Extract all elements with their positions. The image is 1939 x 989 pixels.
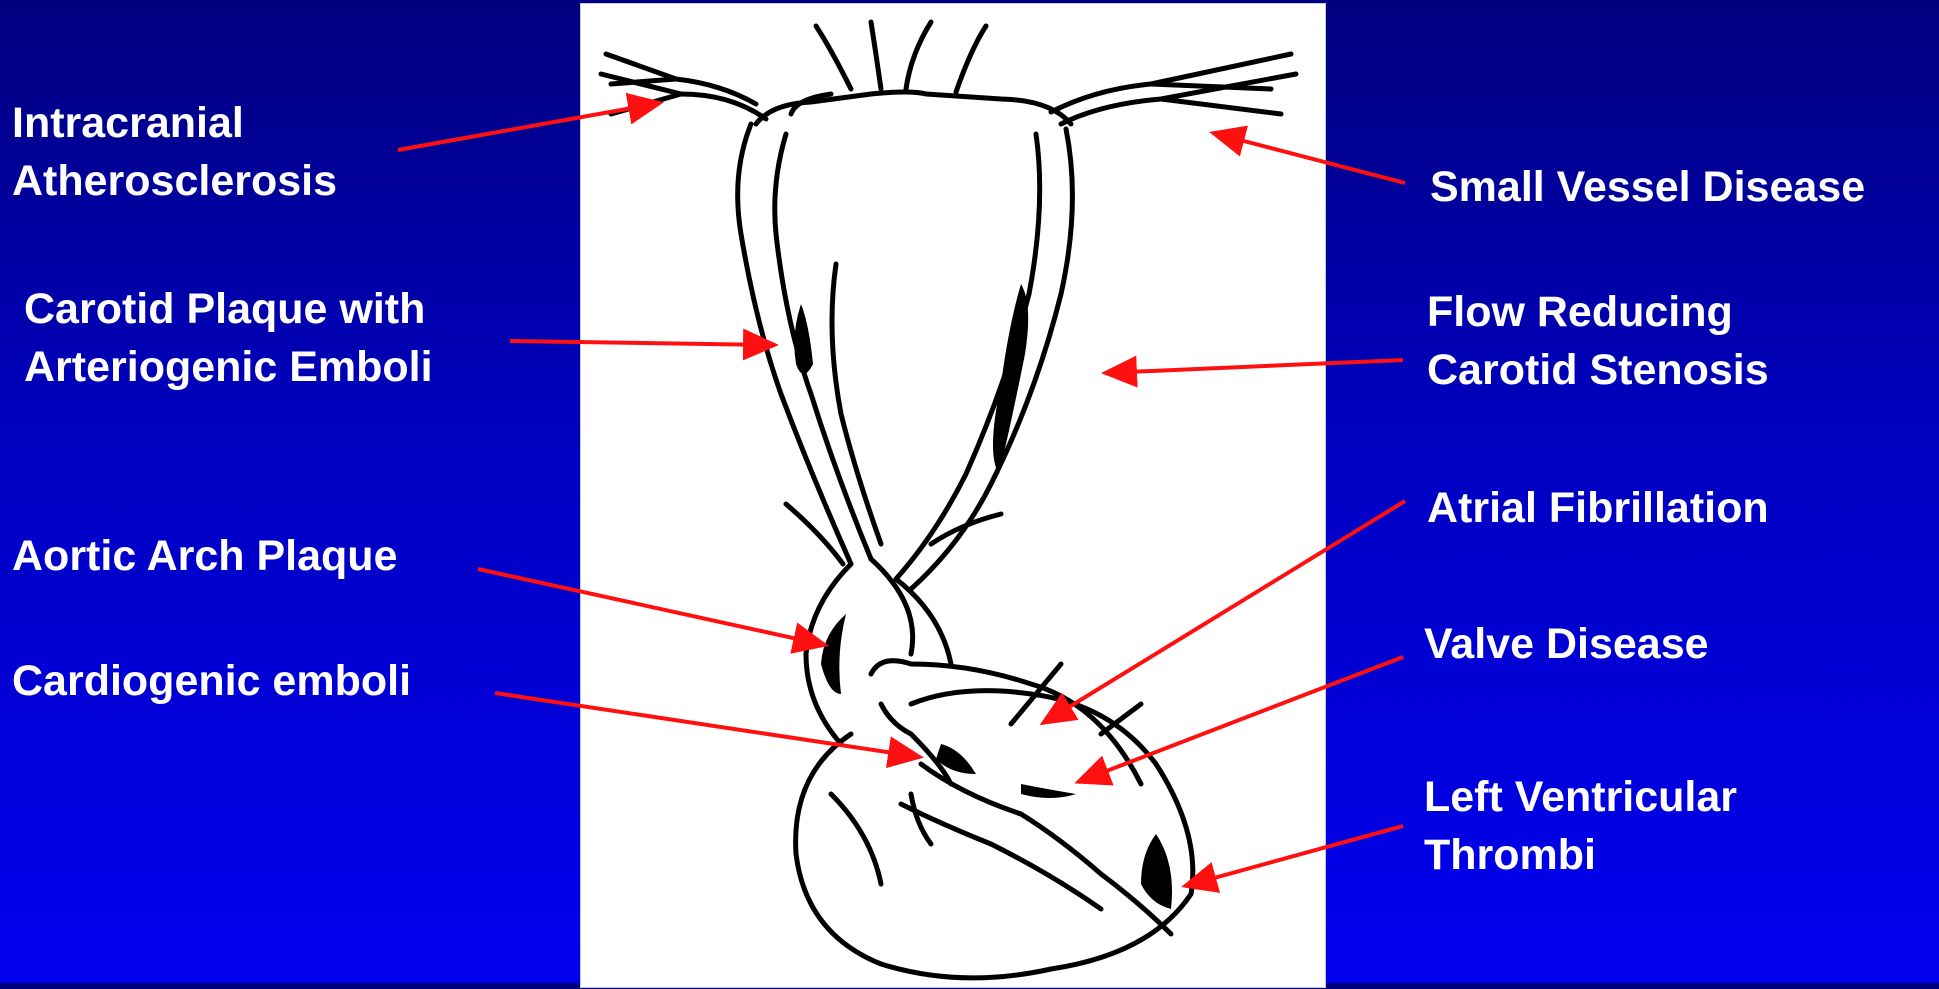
label-small-vessel-disease: Small Vessel Disease [1430,158,1865,216]
vascular-diagram-panel [580,3,1326,988]
label-line: Intracranial [12,94,337,152]
label-line: Left Ventricular [1424,768,1737,826]
carotid-plaque-lesion [794,304,813,374]
label-line: Aortic Arch Plaque [12,527,398,585]
label-line: Carotid Plaque with [24,280,433,338]
label-aortic-arch-plaque: Aortic Arch Plaque [12,527,398,585]
label-line: Cardiogenic emboli [12,652,411,710]
cerebral-arterial-arc [756,92,1071,124]
label-cardiogenic-emboli: Cardiogenic emboli [12,652,411,710]
label-line: Valve Disease [1424,615,1709,673]
label-line: Arteriogenic Emboli [24,338,433,396]
label-intracranial-atherosclerosis: Intracranial Atherosclerosis [12,94,337,210]
label-flow-reducing-stenosis: Flow Reducing Carotid Stenosis [1427,283,1769,399]
label-line: Small Vessel Disease [1430,158,1865,216]
label-left-ventricular-thrombi: Left Ventricular Thrombi [1424,768,1737,884]
label-valve-disease: Valve Disease [1424,615,1709,673]
label-line: Carotid Stenosis [1427,341,1769,399]
label-atrial-fibrillation: Atrial Fibrillation [1427,479,1769,537]
ventricular-thrombus [1141,834,1172,909]
label-line: Atherosclerosis [12,152,337,210]
right-carotid-artery [911,129,1072,589]
valve-lesion [1021,784,1076,798]
arch-plaque-lesion [821,614,846,694]
label-line: Thrombi [1424,826,1737,884]
heart-arteries-drawing [581,4,1327,989]
label-line: Atrial Fibrillation [1427,479,1769,537]
label-line: Flow Reducing [1427,283,1769,341]
heart-outline [796,691,1193,978]
label-carotid-plaque: Carotid Plaque with Arteriogenic Emboli [24,280,433,396]
